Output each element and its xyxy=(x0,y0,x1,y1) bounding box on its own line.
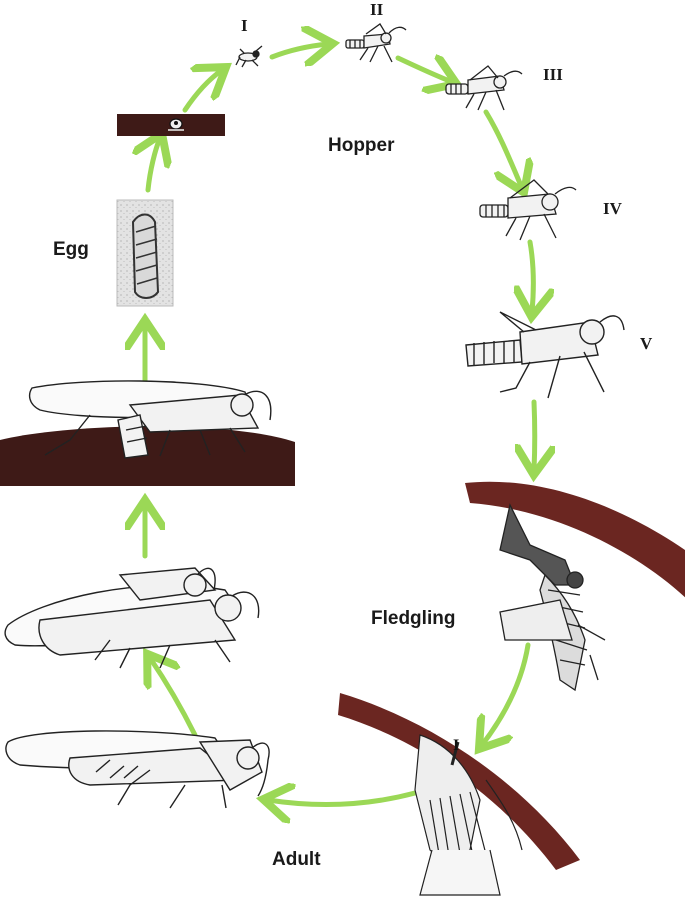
egg-laying-locust xyxy=(28,380,272,459)
hopper-instar-2 xyxy=(345,23,407,63)
arrow-adult-to-mating xyxy=(150,658,198,738)
arrow-instar-5-to-fledgling xyxy=(534,399,535,470)
cycle-arrows xyxy=(145,44,535,804)
mating-locusts xyxy=(4,567,260,669)
hopper-instar-1 xyxy=(235,45,263,68)
adult-label: Adult xyxy=(272,849,321,870)
fledgling-insect xyxy=(499,503,606,692)
instar-3-label: III xyxy=(543,65,563,84)
instar-4-label: IV xyxy=(603,199,622,218)
arrow-instar-4-to-5 xyxy=(530,239,533,312)
hopper-label: Hopper xyxy=(328,135,395,156)
hopper-instar-5 xyxy=(465,311,625,399)
egg-laying-soil xyxy=(0,426,295,486)
adult-locust xyxy=(5,730,270,809)
instar-1-label: I xyxy=(241,16,248,35)
egg-label: Egg xyxy=(53,239,89,260)
hopper-instar-3 xyxy=(445,65,523,111)
arrow-instar-2-to-3 xyxy=(395,58,452,82)
arrow-instar-3-to-4 xyxy=(483,109,522,188)
moulting-adult xyxy=(414,734,523,896)
arrow-hatch-to-instar-1 xyxy=(182,70,222,113)
arrow-fledgling-to-moult xyxy=(482,642,531,745)
moult-mark-label: I xyxy=(453,737,459,754)
instar-2-label: II xyxy=(370,0,384,19)
hatching-soil xyxy=(117,114,225,136)
fledgling-branch xyxy=(465,481,685,598)
arrow-egg-to-hatch xyxy=(148,138,160,193)
fledgling-label: Fledgling xyxy=(371,608,456,629)
hopper-instar-4 xyxy=(479,179,577,241)
arrow-instar-1-to-2 xyxy=(269,44,328,57)
instar-5-label: V xyxy=(640,334,653,353)
egg-pod xyxy=(116,199,174,307)
moult-branch xyxy=(338,693,580,870)
arrow-moult-to-adult xyxy=(268,793,418,804)
